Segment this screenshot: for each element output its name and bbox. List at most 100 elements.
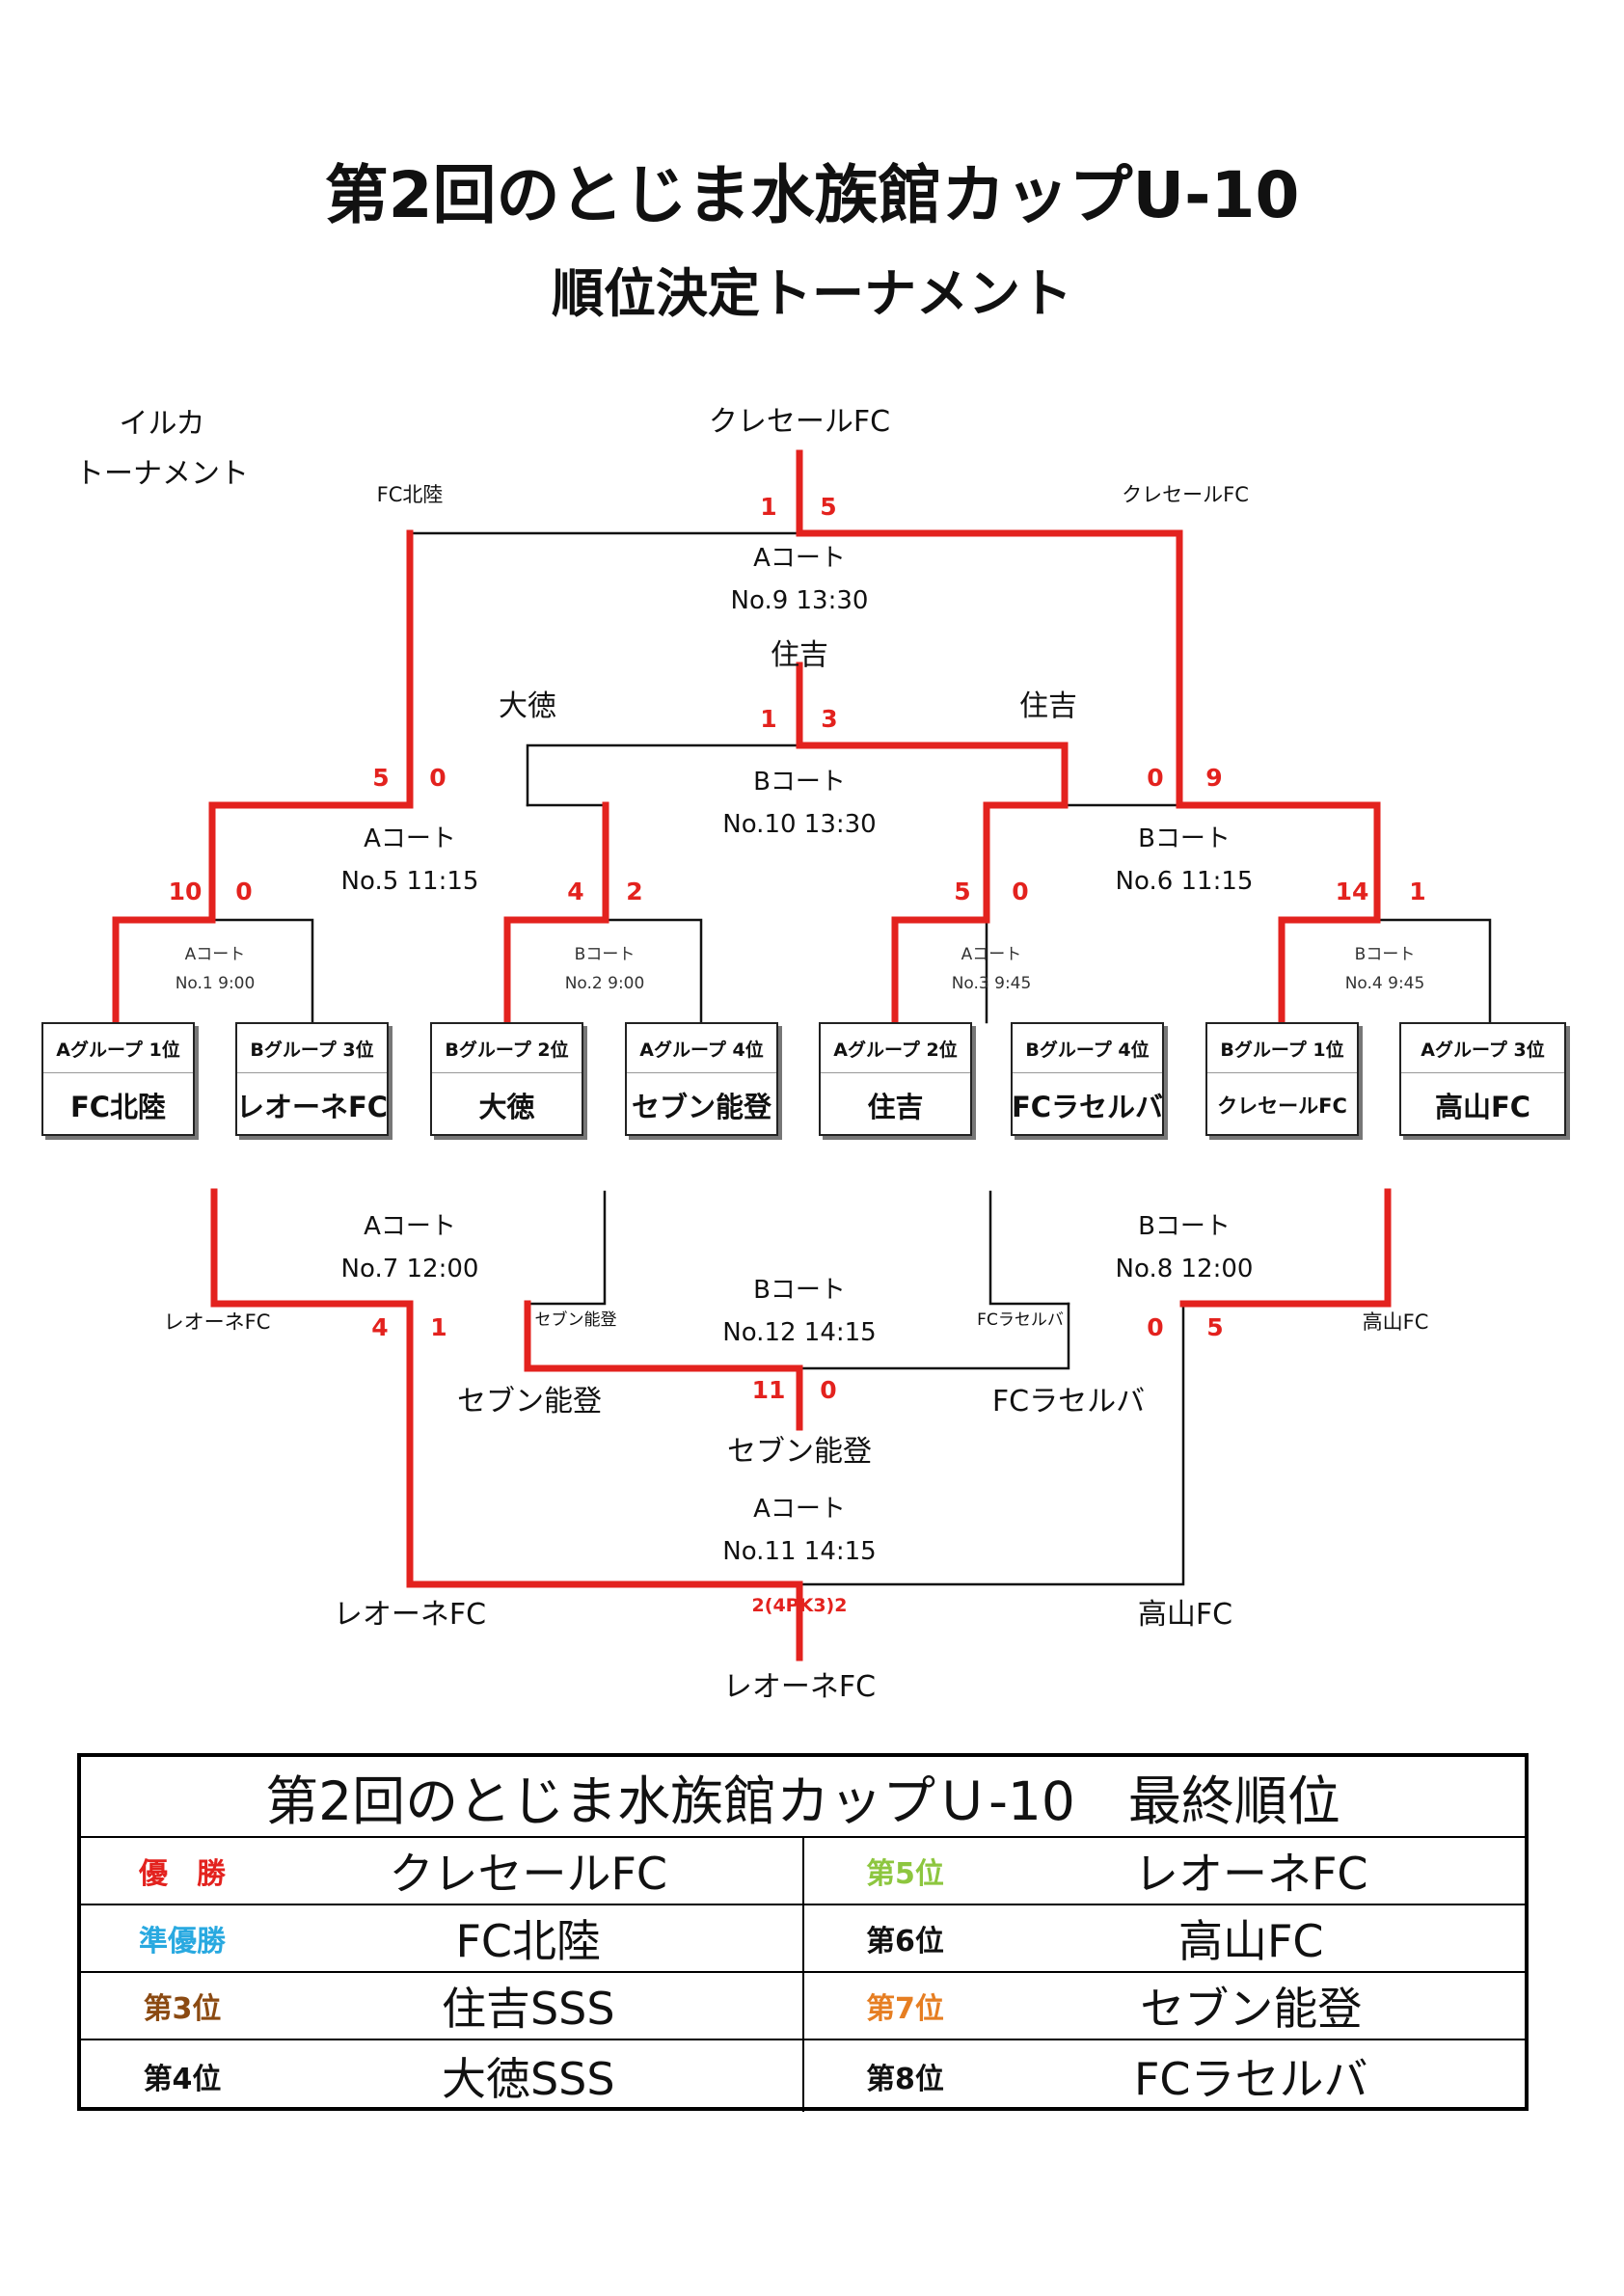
rank-team: FC北陸 (455, 1915, 602, 1967)
fifth-score: 2(4PK3)2 (751, 1595, 848, 1616)
cons-a-loser-line (526, 1190, 607, 1306)
semi-a-score-left: 5 (372, 764, 390, 792)
r1-m4-court: Bコート (1354, 945, 1416, 964)
seed-team: FCラセルバ (1011, 1091, 1164, 1123)
r1-m1-score-right: 0 (235, 878, 253, 905)
r1-m2-loser-line (604, 918, 703, 1024)
rank-team: レオーネFC (1133, 1848, 1368, 1900)
semi-a-match: No.5 11:15 (340, 867, 479, 896)
r1-m2-court: Bコート (574, 945, 636, 964)
r1-m2-win-line (503, 916, 609, 1026)
semi-b-court: Bコート (1138, 824, 1231, 853)
seventh-loser-line (798, 1302, 1070, 1370)
seed-team: 大徳 (478, 1091, 535, 1123)
table-row: 第3位住吉SSS 第7位セブン能登 (81, 1973, 1525, 2040)
cons-a-score-left: 4 (371, 1313, 389, 1341)
r1-m1-match: No.1 9:00 (175, 974, 256, 993)
fifth-court: Aコート (753, 1495, 846, 1524)
r1-m3-win-line (891, 916, 990, 1026)
seventh-score-right: 0 (820, 1376, 837, 1404)
seed-team: FC北陸 (69, 1091, 167, 1123)
rank-team: クレセールFC (389, 1848, 668, 1900)
rank-label: 第8位 (866, 2063, 944, 2096)
final-match: No.9 13:30 (730, 586, 869, 615)
fifth-loser-line (798, 1302, 1185, 1586)
seed-group: Aグループ 2位 (821, 1024, 970, 1073)
seed-group: Aグループ 1位 (43, 1024, 193, 1073)
bracket-name-line1: イルカ (119, 407, 205, 441)
seed-box: Bグループ 3位 レオーネFC (235, 1022, 389, 1136)
rank-label: 第5位 (866, 1857, 944, 1891)
seventh-winner-label: セブン能登 (727, 1435, 872, 1469)
semi-b-score-right: 9 (1205, 764, 1223, 792)
third-score-right: 3 (821, 705, 838, 733)
page-title: 第2回のとじま水族館カップU-10 (324, 158, 1300, 232)
table-row: 優 勝 クレセールFC 第5位 レオーネFC (81, 1838, 1525, 1905)
r1-m1-win-line (112, 916, 216, 1026)
rank-label: 第3位 (143, 1992, 222, 2026)
final-champ-line (796, 449, 1183, 809)
cons-b-match: No.8 12:00 (1115, 1255, 1254, 1283)
cons-b-score-right: 5 (1206, 1313, 1224, 1341)
rank-label: 優 勝 (139, 1857, 226, 1891)
semi-b-score-left: 0 (1147, 764, 1164, 792)
r1-m4-win-line (1278, 916, 1381, 1026)
third-right-label: 住吉 (1019, 689, 1077, 723)
seed-box: Aグループ 3位 高山FC (1399, 1022, 1566, 1136)
cons-a-win-line (210, 1188, 414, 1308)
rank-team: 住吉SSS (441, 1983, 615, 2035)
fifth-winner-label: レオーネFC (722, 1670, 877, 1704)
seed-group: Aグループ 4位 (627, 1024, 776, 1073)
final-score-right: 5 (820, 493, 837, 521)
seventh-match: No.12 14:15 (722, 1318, 877, 1347)
r1-m3-court: Aコート (961, 945, 1022, 964)
cons-a-court: Aコート (364, 1212, 456, 1241)
seed-team: クレセールFC (1217, 1094, 1347, 1118)
page-subtitle: 順位決定トーナメント (552, 263, 1072, 324)
seed-box: Bグループ 2位 大徳 (430, 1022, 583, 1136)
final-court: Aコート (753, 544, 846, 573)
bracket-lines (112, 449, 1492, 1661)
seed-team: 高山FC (1434, 1091, 1531, 1123)
cons-b-win-line (1179, 1188, 1392, 1308)
cons-b-score-left: 0 (1147, 1313, 1164, 1341)
seventh-court: Bコート (753, 1276, 846, 1305)
cons-a-match: No.7 12:00 (340, 1255, 479, 1283)
rank-label: 第4位 (143, 2063, 222, 2096)
seed-box: Bグループ 1位 クレセールFC (1205, 1022, 1359, 1136)
third-left-label: 大徳 (499, 689, 556, 723)
r1-m4-score-right: 1 (1409, 878, 1426, 905)
r1-m1-court: Aコート (184, 945, 246, 964)
cons-b-left-label: FCラセルバ (977, 1310, 1064, 1330)
final-score-left: 1 (760, 493, 777, 521)
third-score-left: 1 (760, 705, 777, 733)
seed-group: Bグループ 4位 (1013, 1024, 1162, 1073)
seed-team: レオーネFC (235, 1091, 389, 1123)
final-right-label: クレセールFC (1122, 483, 1249, 506)
semi-a-win-line (208, 801, 414, 924)
fifth-win-line (406, 1300, 803, 1661)
r1-m1-score-left: 10 (168, 878, 203, 905)
seed-box: Aグループ 4位 セブン能登 (625, 1022, 778, 1136)
r1-m3-score-left: 5 (954, 878, 971, 905)
third-loser-line (526, 743, 801, 807)
third-win-line (796, 662, 1069, 809)
semi-b-win-line (1176, 801, 1381, 924)
seed-group: Bグループ 3位 (237, 1024, 387, 1073)
seed-box: Bグループ 4位 FCラセルバ (1011, 1022, 1164, 1136)
r1-m1-loser-line (210, 918, 314, 1024)
r1-m4-loser-line (1375, 918, 1492, 1024)
fifth-match: No.11 14:15 (722, 1537, 877, 1566)
seed-team: 住吉 (867, 1091, 924, 1123)
fifth-right-label: 高山FC (1137, 1598, 1233, 1632)
cons-b-court: Bコート (1138, 1212, 1231, 1241)
third-winner-label: 住吉 (771, 638, 828, 672)
seed-group: Bグループ 1位 (1207, 1024, 1357, 1073)
r1-m2-match: No.2 9:00 (564, 974, 645, 993)
r1-m4-score-left: 14 (1335, 878, 1369, 905)
cons-a-left-label: レオーネFC (163, 1310, 271, 1334)
rank-label: 第6位 (866, 1925, 944, 1958)
standings-title: 第2回のとじま水族館カップＵ-10 最終順位 (81, 1757, 1525, 1838)
seventh-score-left: 11 (751, 1376, 786, 1404)
